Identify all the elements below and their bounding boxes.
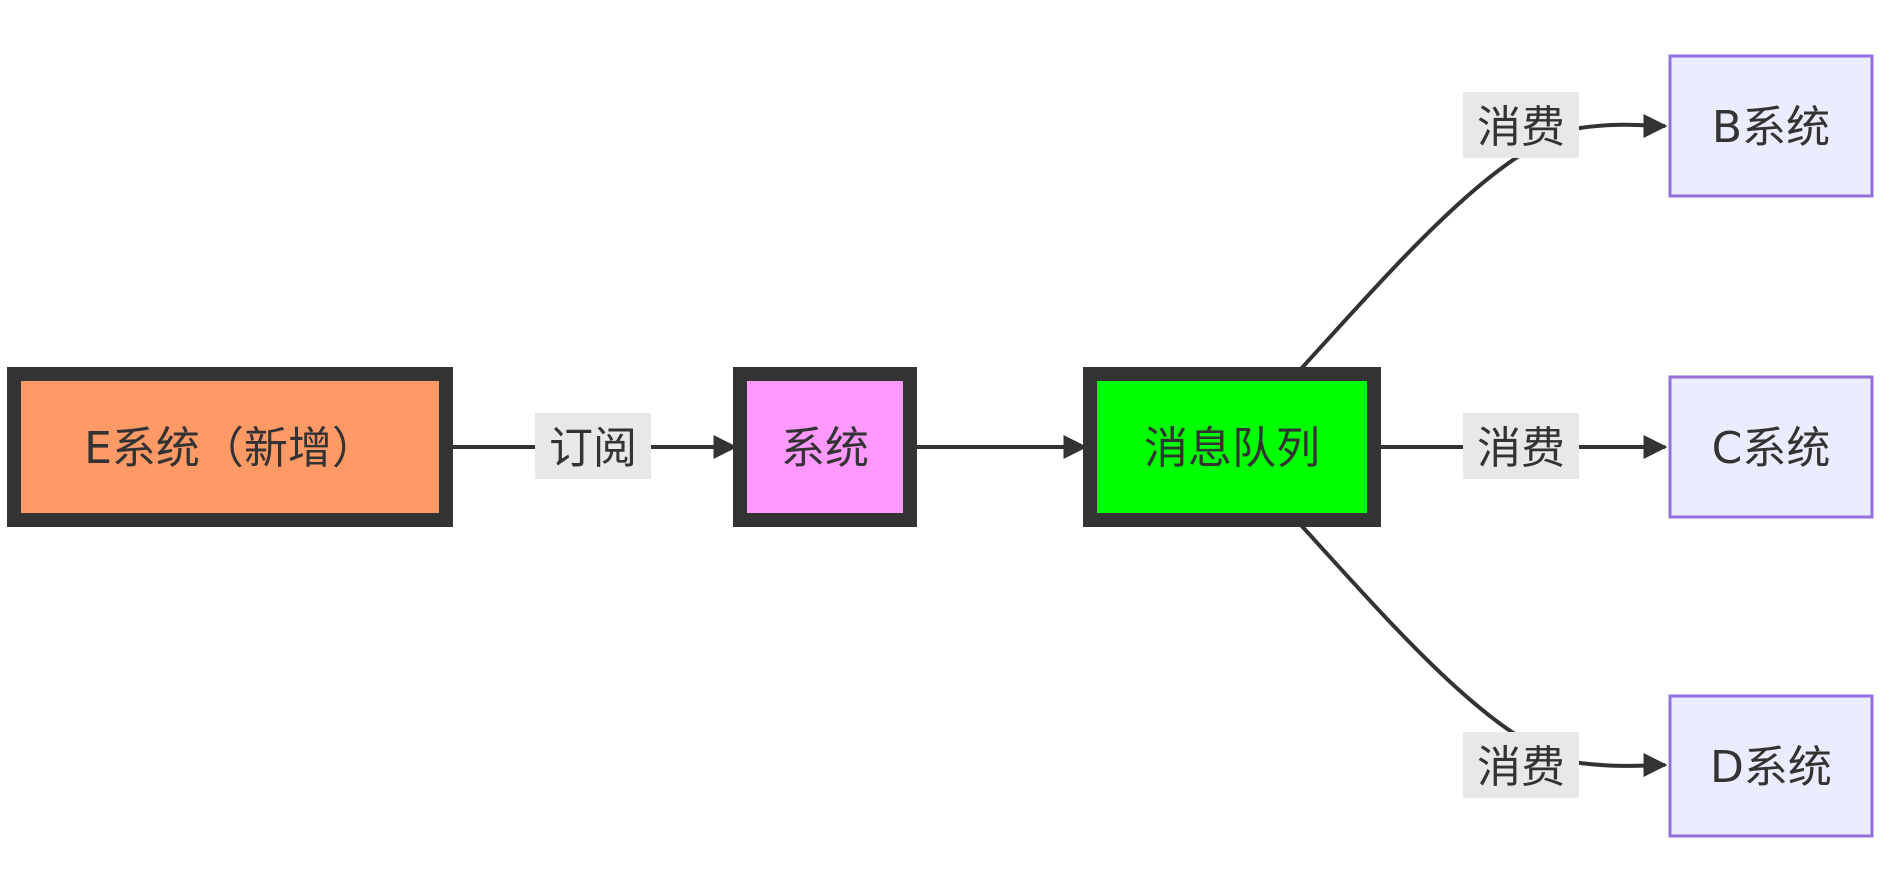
- edge-label-consume-b-text: 消费: [1477, 102, 1565, 153]
- node-b-system-label: B系统: [1712, 102, 1830, 153]
- edge-mq-to-b: [1298, 113, 1668, 372]
- edge-label-consume-b: 消费: [1463, 92, 1579, 158]
- node-c-system[interactable]: C系统: [1668, 375, 1874, 519]
- edge-label-subscribe-text: 订阅: [549, 423, 637, 474]
- node-c-system-box: [1668, 375, 1874, 519]
- node-message-queue-label: 消息队列: [1144, 423, 1320, 474]
- edge-label-consume-c-text: 消费: [1477, 423, 1565, 474]
- node-b-system[interactable]: B系统: [1668, 54, 1874, 198]
- node-system-label: 系统: [781, 423, 869, 474]
- node-d-system-box: [1668, 694, 1874, 838]
- edge-mq-to-d: [1298, 522, 1668, 778]
- node-c-system-label: C系统: [1712, 423, 1831, 474]
- node-message-queue[interactable]: 消息队列: [1083, 367, 1381, 527]
- node-d-system[interactable]: D系统: [1668, 694, 1874, 838]
- node-e-system-box: [7, 367, 453, 527]
- node-d-system-label: D系统: [1710, 742, 1832, 793]
- node-message-queue-box: [1083, 367, 1381, 527]
- node-e-system[interactable]: E系统（新增）: [7, 367, 453, 527]
- node-system[interactable]: 系统: [733, 367, 917, 527]
- edge-label-consume-d-text: 消费: [1477, 742, 1565, 793]
- node-system-box: [733, 367, 917, 527]
- node-e-system-label: E系统（新增）: [84, 423, 376, 474]
- edge-label-subscribe: 订阅: [535, 413, 651, 479]
- edge-label-consume-d: 消费: [1463, 732, 1579, 798]
- node-b-system-box: [1668, 54, 1874, 198]
- edge-label-consume-c: 消费: [1463, 413, 1579, 479]
